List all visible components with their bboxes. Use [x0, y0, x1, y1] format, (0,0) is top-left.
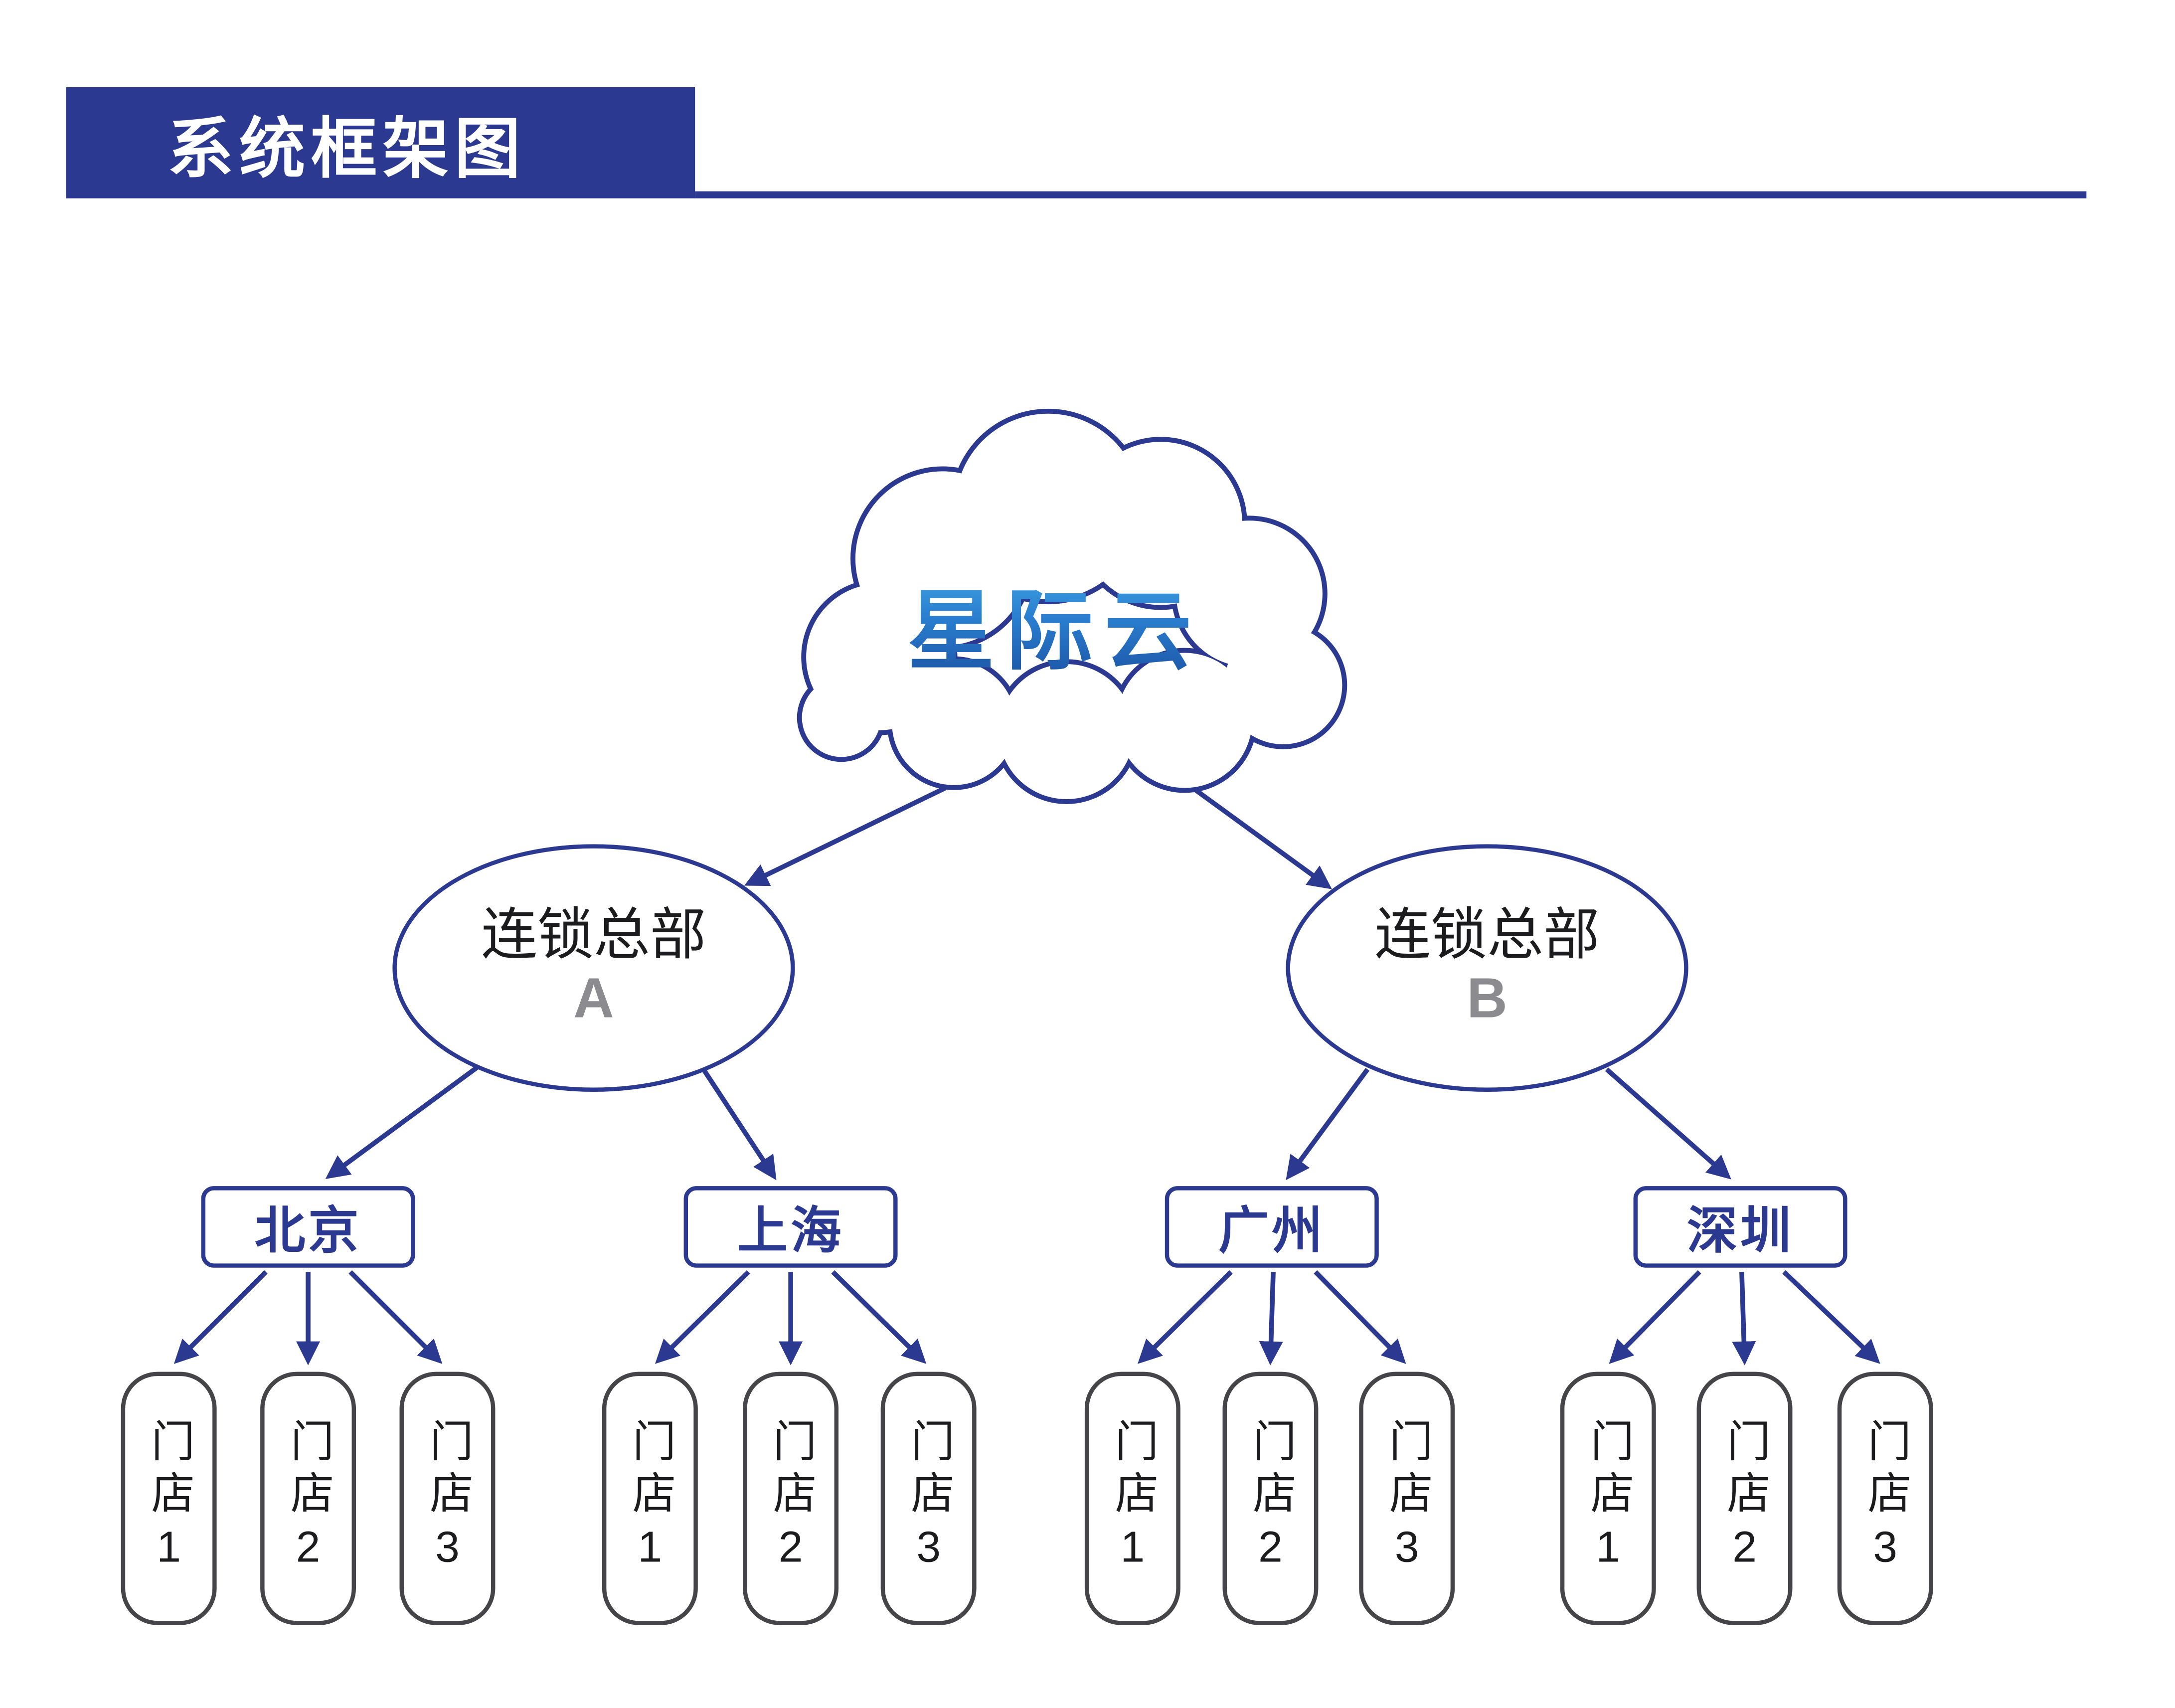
- cloud-shape: [797, 408, 1347, 804]
- hq-b-label: 连锁总部: [1374, 904, 1600, 967]
- hq-a-letter: A: [573, 968, 614, 1030]
- store-label: 门店2: [1720, 1417, 1769, 1579]
- store-node: 门店3: [1359, 1371, 1455, 1625]
- store-node: 门店2: [1222, 1371, 1319, 1625]
- city-node-beijing: 北京: [201, 1186, 415, 1268]
- city-label: 北京: [254, 1201, 362, 1259]
- city-label: 上海: [737, 1201, 844, 1259]
- city-node-shanghai: 上海: [683, 1186, 898, 1268]
- store-label: 门店1: [144, 1417, 194, 1579]
- store-label: 门店3: [1860, 1417, 1910, 1579]
- cloud-label: 星际云: [788, 560, 1322, 686]
- store-node: 门店3: [399, 1371, 496, 1625]
- store-label: 门店3: [904, 1417, 954, 1579]
- store-node: 门店1: [602, 1371, 698, 1625]
- store-node: 门店2: [743, 1371, 839, 1625]
- store-node: 门店1: [121, 1371, 217, 1625]
- store-node: 门店1: [1560, 1371, 1656, 1625]
- city-label: 广州: [1218, 1201, 1326, 1259]
- hq-node-a: 连锁总部 A: [392, 844, 795, 1092]
- store-node: 门店3: [1837, 1371, 1933, 1625]
- city-label: 深圳: [1686, 1201, 1794, 1259]
- store-label: 门店2: [766, 1417, 816, 1579]
- store-node: 门店3: [880, 1371, 977, 1625]
- store-label: 门店2: [283, 1417, 333, 1579]
- section-header: 系统框架图: [66, 87, 695, 198]
- store-label: 门店3: [1382, 1417, 1432, 1579]
- store-node: 门店1: [1084, 1371, 1180, 1625]
- city-node-shenzhen: 深圳: [1633, 1186, 1847, 1268]
- header-rule: [695, 191, 2087, 198]
- store-node: 门店2: [260, 1371, 356, 1625]
- hq-a-label: 连锁总部: [481, 904, 706, 967]
- store-label: 门店2: [1246, 1417, 1295, 1579]
- hq-node-b: 连锁总部 B: [1286, 844, 1688, 1092]
- city-node-guangzhou: 广州: [1165, 1186, 1379, 1268]
- store-label: 门店1: [1108, 1417, 1158, 1579]
- store-node: 门店2: [1696, 1371, 1793, 1625]
- store-label: 门店1: [1583, 1417, 1633, 1579]
- store-label: 门店3: [423, 1417, 472, 1579]
- hq-b-letter: B: [1467, 968, 1507, 1030]
- store-label: 门店1: [625, 1417, 675, 1579]
- page-title: 系统框架图: [167, 111, 526, 186]
